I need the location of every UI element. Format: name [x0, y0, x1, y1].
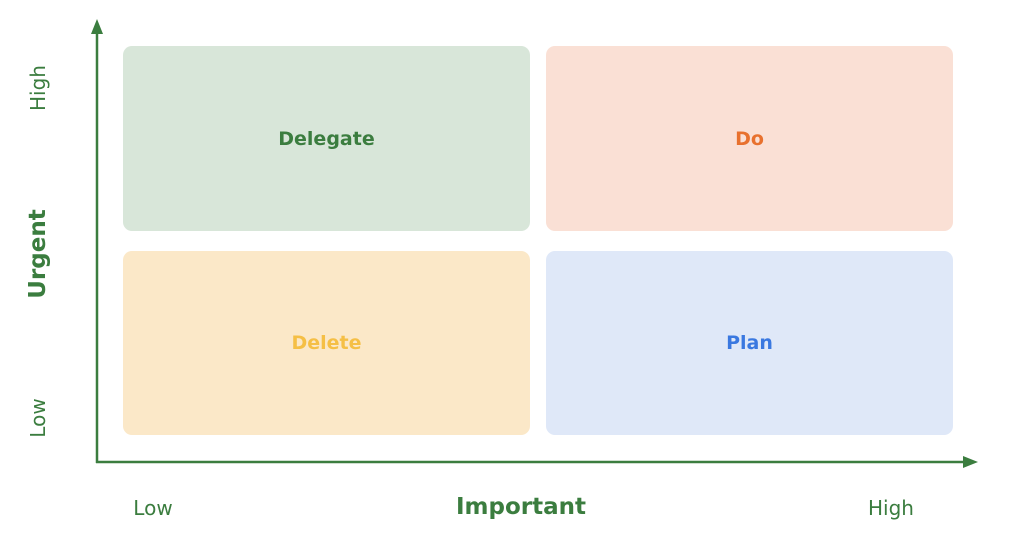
x-axis-low-label: Low: [133, 496, 173, 520]
quadrant-plan: Plan: [546, 251, 953, 435]
quadrant-do-label: Do: [735, 127, 764, 150]
quadrant-delete: Delete: [123, 251, 530, 435]
y-axis-arrow-icon: [91, 19, 103, 34]
y-axis-title: Urgent: [25, 209, 51, 299]
y-axis-high-label: High: [26, 65, 50, 111]
quadrant-delegate: Delegate: [123, 46, 530, 231]
x-axis-high-label: High: [868, 496, 914, 520]
quadrant-plan-label: Plan: [726, 332, 773, 354]
quadrant-delete-label: Delete: [291, 332, 362, 354]
quadrant-delegate-label: Delegate: [278, 127, 375, 150]
quadrant-do: Do: [546, 46, 953, 231]
y-axis-low-label: Low: [26, 398, 50, 438]
x-axis-title: Important: [455, 494, 587, 520]
x-axis-arrow-icon: [963, 456, 978, 468]
